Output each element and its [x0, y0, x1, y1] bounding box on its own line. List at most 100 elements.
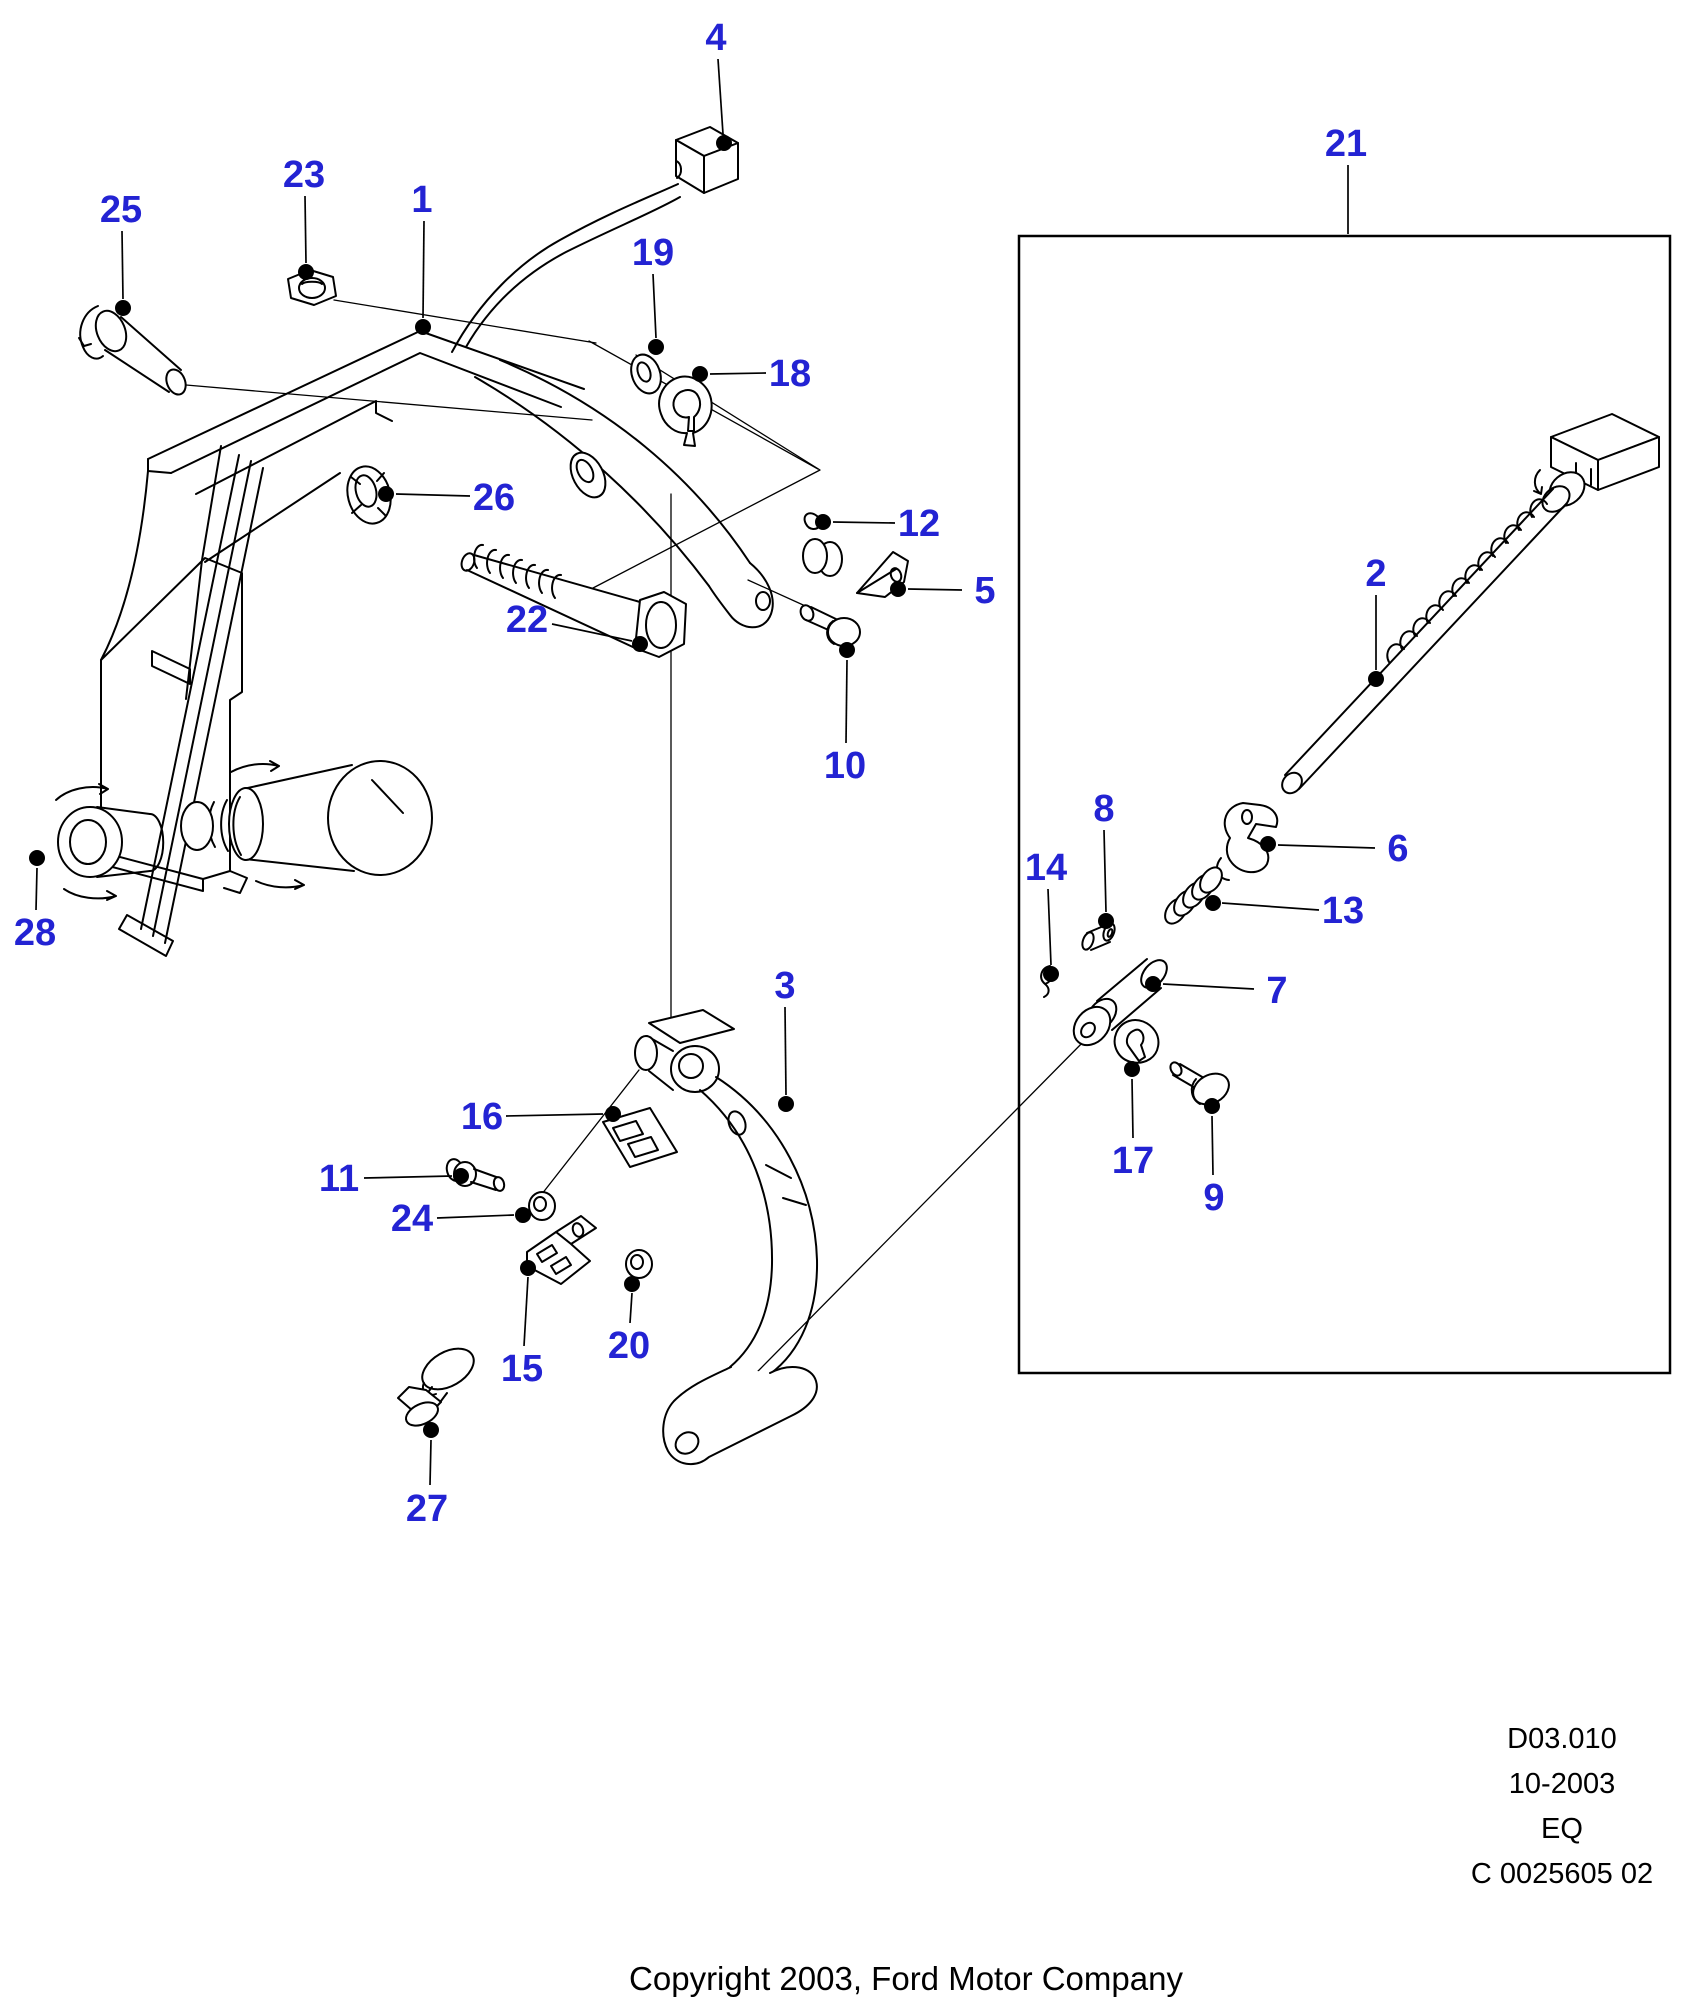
callout-1-label[interactable]: 1 [411, 179, 432, 221]
retainer-clip-part-17 [1113, 1019, 1160, 1064]
callout-16-dot [605, 1106, 621, 1122]
callout-18-dot [692, 366, 708, 382]
callout-26-dot [378, 486, 394, 502]
callout-27-dot [423, 1422, 439, 1438]
callout-24-leader [436, 1214, 515, 1219]
callout-23-leader [304, 195, 307, 264]
pin-part-10 [799, 604, 861, 647]
callout-28-label[interactable]: 28 [14, 912, 56, 954]
callout-17-leader [1131, 1078, 1134, 1139]
callout-21-label[interactable]: 21 [1325, 123, 1367, 165]
callout-24-dot [515, 1207, 531, 1223]
callout-6-leader [1277, 844, 1376, 849]
callout-27-leader [429, 1439, 432, 1486]
callout-16-leader [505, 1113, 604, 1117]
callout-10-leader [845, 659, 848, 744]
drawing-number-text: C 0025605 02 [1471, 1858, 1653, 1890]
callout-15-dot [520, 1260, 536, 1276]
callout-2-dot [1368, 671, 1384, 687]
screw-part-27 [397, 1347, 475, 1427]
callout-13-label[interactable]: 13 [1322, 890, 1364, 932]
callout-7-label[interactable]: 7 [1266, 970, 1287, 1012]
callout-18-label[interactable]: 18 [769, 353, 811, 395]
callout-2-label[interactable]: 2 [1365, 553, 1386, 595]
callout-3-label[interactable]: 3 [774, 965, 795, 1007]
callout-4-dot [716, 135, 732, 151]
callout-8-leader [1103, 829, 1107, 913]
clamp-bracket-part-15 [526, 1215, 597, 1285]
callout-12-label[interactable]: 12 [898, 503, 940, 545]
switch-bracket-part-16 [602, 1107, 678, 1168]
callout-8-label[interactable]: 8 [1093, 788, 1114, 830]
title-block: D03.010 10-2003 EQ C 0025605 02 [1471, 1723, 1653, 1890]
callout-15-label[interactable]: 15 [501, 1348, 543, 1390]
clip-part-18 [658, 375, 713, 447]
spring-part-13 [1164, 866, 1223, 925]
callout-6-label[interactable]: 6 [1387, 828, 1408, 870]
callout-20-label[interactable]: 20 [608, 1325, 650, 1367]
callout-9-leader [1211, 1115, 1214, 1176]
callout-4-label[interactable]: 4 [705, 17, 726, 59]
callout-22-leader [551, 623, 633, 642]
callout-11-dot [453, 1168, 469, 1184]
callout-28-leader [35, 867, 38, 911]
callout-25-label[interactable]: 25 [100, 189, 142, 231]
callout-17-label[interactable]: 17 [1112, 1140, 1154, 1182]
callout-10-label[interactable]: 10 [824, 745, 866, 787]
callout-5-dot [890, 581, 906, 597]
washer-part-19 [630, 353, 662, 395]
washer-part-20 [625, 1249, 653, 1279]
callout-25-dot [115, 300, 131, 316]
callout-24-label[interactable]: 24 [391, 1198, 433, 1240]
variant-code-text: EQ [1541, 1813, 1583, 1845]
cap-part-12 [802, 512, 843, 577]
callout-23-dot [298, 264, 314, 280]
callout-14-dot [1043, 966, 1059, 982]
callout-8-dot [1098, 913, 1114, 929]
callout-13-dot [1205, 895, 1221, 911]
callout-11-label[interactable]: 11 [319, 1158, 359, 1200]
callout-5-label[interactable]: 5 [974, 570, 995, 612]
rod-part-2 [1281, 413, 1660, 795]
callout-13-leader [1221, 902, 1320, 911]
hex-bolt-part-22 [460, 543, 687, 658]
callout-27-label[interactable]: 27 [406, 1488, 448, 1530]
callout-15-leader [523, 1276, 529, 1347]
pedal-part-3 [634, 1009, 819, 1466]
callout-7-leader [1162, 983, 1255, 990]
inset-box-21 [1017, 234, 1672, 1375]
callout-20-dot [624, 1276, 640, 1292]
bolt-part-25 [78, 305, 187, 396]
callout-19-dot [648, 339, 664, 355]
revision-date-text: 10-2003 [1509, 1768, 1615, 1800]
nut-part-23 [287, 269, 337, 306]
callout-18-leader [709, 372, 767, 375]
callout-14-label[interactable]: 14 [1025, 847, 1067, 889]
callout-4-leader [717, 58, 724, 135]
callout-28-dot [29, 850, 45, 866]
callout-12-leader [832, 521, 896, 524]
callout-26-leader [395, 493, 471, 497]
callout-17-dot [1124, 1061, 1140, 1077]
callout-23-label[interactable]: 23 [283, 154, 325, 196]
callout-3-dot [778, 1096, 794, 1112]
callout-16-label[interactable]: 16 [461, 1096, 503, 1138]
callout-26-label[interactable]: 26 [473, 477, 515, 519]
callout-11-leader [363, 1175, 453, 1179]
callout-19-leader [652, 273, 657, 339]
callout-22-label[interactable]: 22 [506, 599, 548, 641]
callout-7-dot [1145, 976, 1161, 992]
callout-3-leader [784, 1006, 787, 1096]
cable-connector-part-4 [451, 126, 739, 353]
callout-20-leader [629, 1292, 633, 1324]
callout-10-dot [839, 642, 855, 658]
callout-19-label[interactable]: 19 [632, 232, 674, 274]
callout-1-dot [415, 319, 431, 335]
callout-9-label[interactable]: 9 [1203, 1177, 1224, 1219]
callout-1-leader [422, 220, 425, 319]
callout-14-leader [1047, 888, 1052, 966]
callout-22-dot [632, 636, 648, 652]
figure-code-text: D03.010 [1507, 1723, 1617, 1755]
callout-6-dot [1260, 836, 1276, 852]
